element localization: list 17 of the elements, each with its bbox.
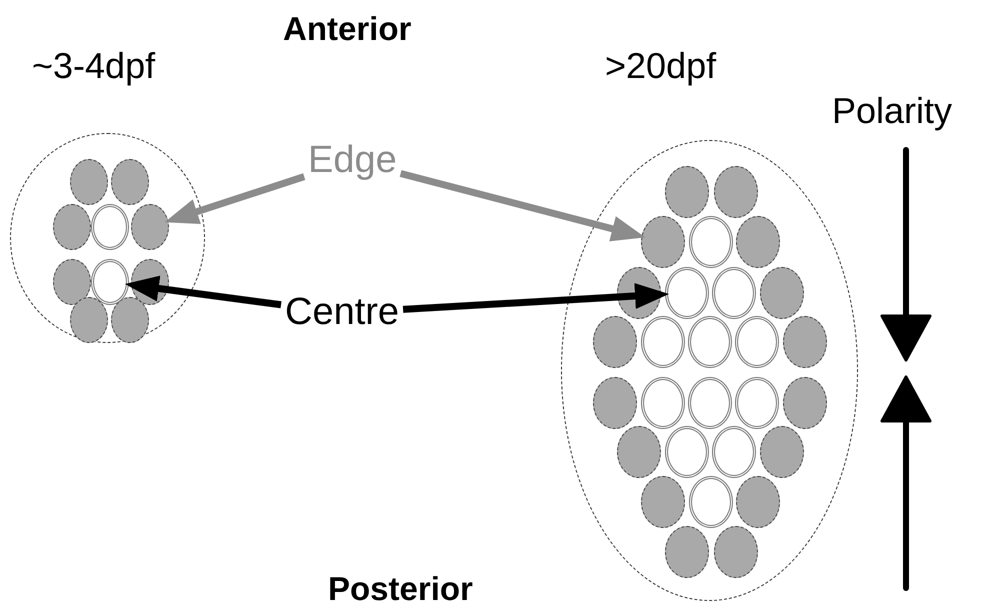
stage-label: ~3-4dpf — [32, 45, 156, 86]
stage-label: >20dpf — [605, 45, 716, 86]
axis-label: Anterior — [283, 10, 412, 48]
arrow — [400, 170, 646, 242]
organ-outline — [10, 133, 205, 343]
cell — [91, 259, 129, 305]
arrow — [402, 283, 670, 313]
callout-text: Centre — [285, 292, 400, 334]
organ-outline — [561, 140, 858, 601]
axis-label: Polarity — [832, 90, 952, 132]
arrow — [164, 173, 306, 224]
axis-label: Posterior — [328, 570, 473, 608]
cell — [641, 216, 685, 268]
callout-text: Edge — [308, 140, 397, 182]
cell — [665, 267, 709, 319]
cell — [131, 204, 169, 250]
arrow — [124, 276, 282, 308]
